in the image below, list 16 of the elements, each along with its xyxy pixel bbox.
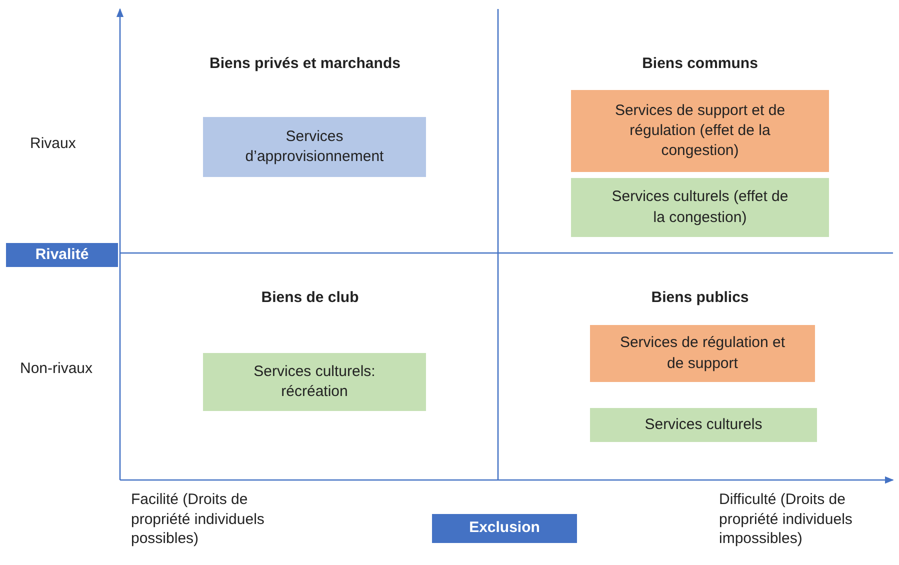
service-box: Services d’approvisionnement [203,117,426,177]
axis-value-label: Facilité (Droits de propriété individuels possibles) [131,490,266,548]
axis-title-box: Rivalité [6,243,118,267]
service-box: Services culturels: récréation [203,353,426,411]
service-box: Services culturels (effet de la congestion) [571,178,829,237]
axis-value-label: Difficulté (Droits de propriété individuels impossibles) [719,490,854,548]
axis-value-label: Rivaux [30,134,77,154]
service-box: Services culturels [590,408,817,442]
quadrant-heading: Biens publics [650,288,750,308]
quadrant-heading: Biens de club [260,288,360,308]
quadrant-heading: Biens privés et marchands [208,54,402,74]
axis-title-box: Exclusion [432,514,577,543]
service-box: Services de support et de régulation (effet de la congestion) [571,90,829,172]
axis-value-label: Non-rivaux [20,359,94,378]
service-box: Services de régulation et de support [590,325,815,382]
quadrant-heading: Biens communs [641,54,759,74]
